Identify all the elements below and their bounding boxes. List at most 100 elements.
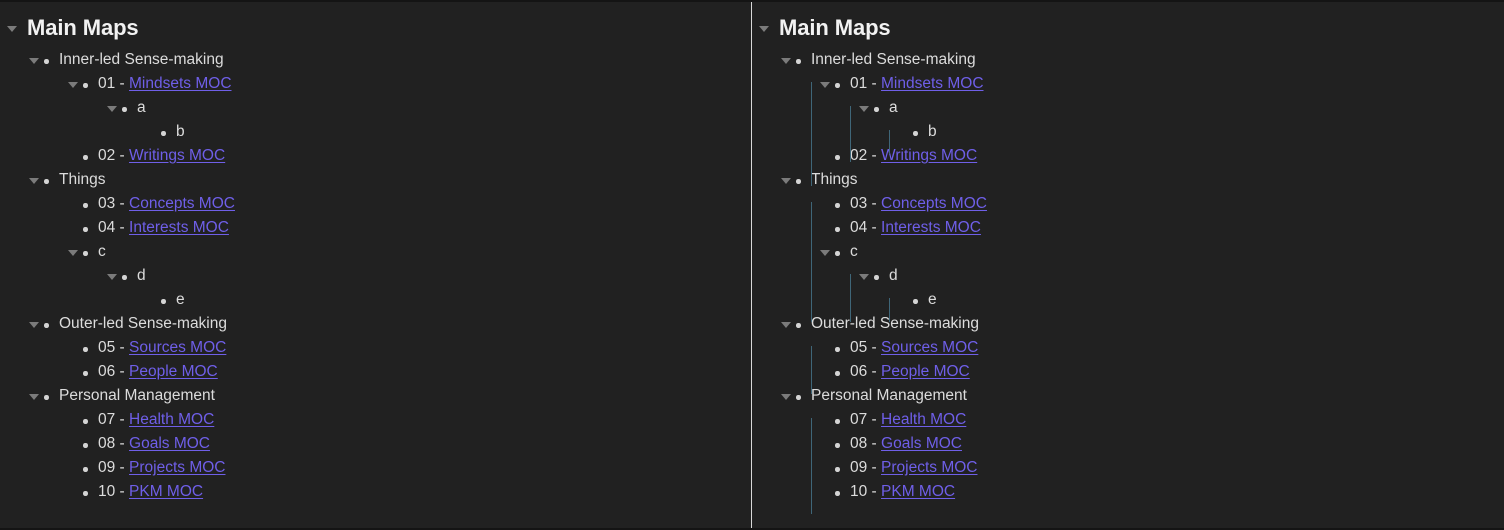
- triangle-down-icon[interactable]: [780, 54, 792, 66]
- outline-item[interactable]: 03 - Concepts MOC: [0, 192, 751, 216]
- outline-item-link[interactable]: Health MOC: [881, 411, 967, 428]
- outline-item-link[interactable]: Concepts MOC: [129, 195, 235, 212]
- outline-item[interactable]: a: [752, 96, 1504, 120]
- triangle-down-icon[interactable]: [780, 390, 792, 402]
- outline-item[interactable]: 05 - Sources MOC: [0, 336, 751, 360]
- triangle-down-icon[interactable]: [67, 78, 79, 90]
- outline-item[interactable]: c: [752, 240, 1504, 264]
- outline-item[interactable]: Personal Management: [0, 384, 751, 408]
- outline-item[interactable]: 10 - PKM MOC: [0, 480, 751, 504]
- triangle-down-icon[interactable]: [819, 246, 831, 258]
- outline-item-link[interactable]: People MOC: [129, 363, 218, 380]
- outline-item[interactable]: Outer-led Sense-making: [752, 312, 1504, 336]
- outline-item[interactable]: e: [0, 288, 751, 312]
- outline-item-link[interactable]: PKM MOC: [129, 483, 204, 500]
- outline-item-link[interactable]: Interests MOC: [129, 219, 229, 236]
- outline-item-link[interactable]: Goals MOC: [129, 435, 210, 452]
- outline-item[interactable]: 07 - Health MOC: [752, 408, 1504, 432]
- triangle-down-icon[interactable]: [858, 270, 870, 282]
- outline-item[interactable]: d: [0, 264, 751, 288]
- outline-item[interactable]: 04 - Interests MOC: [752, 216, 1504, 240]
- collapse-spacer: [819, 342, 831, 354]
- outline-item[interactable]: b: [0, 120, 751, 144]
- outline-item[interactable]: 04 - Interests MOC: [0, 216, 751, 240]
- outline-item[interactable]: d: [752, 264, 1504, 288]
- outline-item[interactable]: Things: [752, 168, 1504, 192]
- bullet-icon: [79, 414, 91, 426]
- outline-item-link[interactable]: Writings MOC: [129, 147, 226, 164]
- document-title-row[interactable]: Main Maps: [0, 10, 751, 46]
- outline-item[interactable]: 10 - PKM MOC: [752, 480, 1504, 504]
- outline-item[interactable]: 01 - Mindsets MOC: [752, 72, 1504, 96]
- triangle-down-icon[interactable]: [28, 54, 40, 66]
- outline-item[interactable]: Inner-led Sense-making: [0, 48, 751, 72]
- bullet-icon: [40, 390, 52, 402]
- outline-item[interactable]: 09 - Projects MOC: [0, 456, 751, 480]
- outline-item-link[interactable]: Interests MOC: [881, 219, 981, 236]
- outline-item-link[interactable]: Health MOC: [129, 411, 215, 428]
- collapse-spacer: [897, 294, 909, 306]
- outline-item[interactable]: Outer-led Sense-making: [0, 312, 751, 336]
- outline-item[interactable]: 08 - Goals MOC: [0, 432, 751, 456]
- outline-item[interactable]: b: [752, 120, 1504, 144]
- outline-item-link[interactable]: PKM MOC: [881, 483, 956, 500]
- collapse-spacer: [819, 366, 831, 378]
- triangle-down-icon[interactable]: [67, 246, 79, 258]
- outline-item-label: c: [98, 243, 106, 260]
- triangle-down-icon[interactable]: [106, 270, 118, 282]
- outline-item[interactable]: 06 - People MOC: [752, 360, 1504, 384]
- page-title: Main Maps: [27, 15, 139, 40]
- outline-item[interactable]: c: [0, 240, 751, 264]
- triangle-down-icon[interactable]: [758, 22, 770, 34]
- triangle-down-icon[interactable]: [28, 318, 40, 330]
- bullet-icon: [79, 462, 91, 474]
- bullet-icon: [831, 150, 843, 162]
- outline-item[interactable]: 02 - Writings MOC: [752, 144, 1504, 168]
- outline-item-text: c: [98, 240, 106, 264]
- outline-item[interactable]: a: [0, 96, 751, 120]
- collapse-spacer: [67, 438, 79, 450]
- outline-item[interactable]: 07 - Health MOC: [0, 408, 751, 432]
- bullet-icon: [909, 294, 921, 306]
- bullet-icon: [792, 390, 804, 402]
- triangle-down-icon[interactable]: [106, 102, 118, 114]
- triangle-down-icon[interactable]: [28, 390, 40, 402]
- outline-item-number: 10 -: [98, 483, 130, 500]
- outline-item[interactable]: 05 - Sources MOC: [752, 336, 1504, 360]
- outline-item-text: a: [137, 96, 146, 120]
- outline-item-link[interactable]: Writings MOC: [881, 147, 978, 164]
- outline-item[interactable]: Personal Management: [752, 384, 1504, 408]
- outline-item-link[interactable]: Sources MOC: [129, 339, 227, 356]
- triangle-down-icon[interactable]: [6, 22, 18, 34]
- outline-item-link[interactable]: People MOC: [881, 363, 970, 380]
- outline-item[interactable]: Inner-led Sense-making: [752, 48, 1504, 72]
- bullet-icon: [118, 270, 130, 282]
- triangle-down-icon[interactable]: [819, 78, 831, 90]
- collapse-spacer: [67, 366, 79, 378]
- outline-item-label: b: [928, 123, 937, 140]
- outline-item-link[interactable]: Projects MOC: [129, 459, 226, 476]
- outline-item[interactable]: 01 - Mindsets MOC: [0, 72, 751, 96]
- outline-item[interactable]: e: [752, 288, 1504, 312]
- outline-item[interactable]: Things: [0, 168, 751, 192]
- outline-item[interactable]: 08 - Goals MOC: [752, 432, 1504, 456]
- outline-item-label: d: [137, 267, 146, 284]
- outline-item-link[interactable]: Concepts MOC: [881, 195, 987, 212]
- outline-item-link[interactable]: Mindsets MOC: [881, 75, 984, 92]
- outline-item[interactable]: 02 - Writings MOC: [0, 144, 751, 168]
- outline-item[interactable]: 06 - People MOC: [0, 360, 751, 384]
- outline-item-link[interactable]: Sources MOC: [881, 339, 979, 356]
- bullet-icon: [79, 486, 91, 498]
- outline-item-link[interactable]: Goals MOC: [881, 435, 962, 452]
- outline-item-link[interactable]: Projects MOC: [881, 459, 978, 476]
- outline-item[interactable]: 03 - Concepts MOC: [752, 192, 1504, 216]
- outline-item[interactable]: 09 - Projects MOC: [752, 456, 1504, 480]
- document-title-row[interactable]: Main Maps: [752, 10, 1504, 46]
- triangle-down-icon[interactable]: [28, 174, 40, 186]
- outline-item-number: 01 -: [98, 75, 130, 92]
- triangle-down-icon[interactable]: [780, 318, 792, 330]
- triangle-down-icon[interactable]: [780, 174, 792, 186]
- triangle-down-icon[interactable]: [858, 102, 870, 114]
- outline-item-link[interactable]: Mindsets MOC: [129, 75, 232, 92]
